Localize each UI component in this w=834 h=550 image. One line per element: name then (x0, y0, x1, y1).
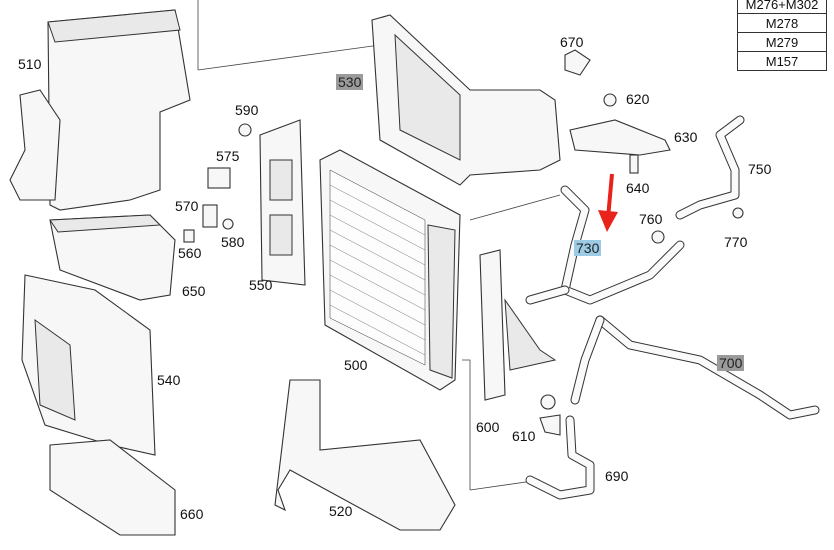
variant-row: M279 (737, 32, 827, 52)
variant-cell: M276+M302 (737, 0, 827, 14)
tray-660 (49, 439, 176, 536)
variant-row: M276+M302 (737, 0, 827, 14)
engine-variant-table: M276+M302 M278 M279 M157 (737, 0, 827, 71)
module-650 (49, 214, 176, 301)
callout-660[interactable]: 660 (180, 506, 204, 522)
duct-520 (274, 379, 456, 531)
callout-520[interactable]: 520 (329, 503, 353, 519)
callout-700[interactable]: 700 (717, 355, 745, 371)
callout-630[interactable]: 630 (674, 129, 698, 145)
variant-cell: M279 (737, 32, 827, 52)
bracket-600 (479, 249, 557, 401)
callout-610[interactable]: 610 (512, 428, 536, 444)
callout-620[interactable]: 620 (626, 91, 650, 107)
callout-600[interactable]: 600 (476, 419, 500, 435)
callout-550[interactable]: 550 (249, 277, 273, 293)
callout-570[interactable]: 570 (175, 198, 199, 214)
variant-row: M278 (737, 13, 827, 33)
variant-row: M157 (737, 51, 827, 71)
callout-650[interactable]: 650 (182, 283, 206, 299)
small-parts (183, 123, 252, 243)
callout-510[interactable]: 510 (18, 56, 42, 72)
variant-cell: M157 (737, 51, 827, 71)
callout-500[interactable]: 500 (344, 357, 368, 373)
callout-560[interactable]: 560 (178, 245, 202, 261)
bracket-630 (564, 49, 671, 174)
callout-670[interactable]: 670 (560, 34, 584, 50)
hose-700 (570, 315, 820, 420)
callout-580[interactable]: 580 (221, 234, 245, 250)
callout-540[interactable]: 540 (157, 372, 181, 388)
variant-cell: M278 (737, 13, 827, 33)
callout-730[interactable]: 730 (574, 240, 602, 256)
callout-770[interactable]: 770 (724, 234, 748, 250)
callout-575[interactable]: 575 (216, 148, 240, 164)
callout-530[interactable]: 530 (336, 74, 364, 90)
callout-690[interactable]: 690 (605, 468, 629, 484)
callout-640[interactable]: 640 (626, 180, 650, 196)
hose-690 (525, 394, 595, 500)
leader-lines (197, 0, 561, 491)
hose-750 (651, 115, 745, 244)
bracket-550 (259, 119, 306, 286)
callout-760[interactable]: 760 (639, 211, 663, 227)
callout-750[interactable]: 750 (748, 161, 772, 177)
callout-590[interactable]: 590 (235, 102, 259, 118)
duct-530 (371, 14, 561, 186)
shroud-510 (9, 9, 191, 211)
indicator-arrow (598, 173, 618, 232)
hose-730 (525, 185, 685, 305)
radiator-500 (319, 149, 461, 391)
panel-540 (21, 274, 156, 456)
